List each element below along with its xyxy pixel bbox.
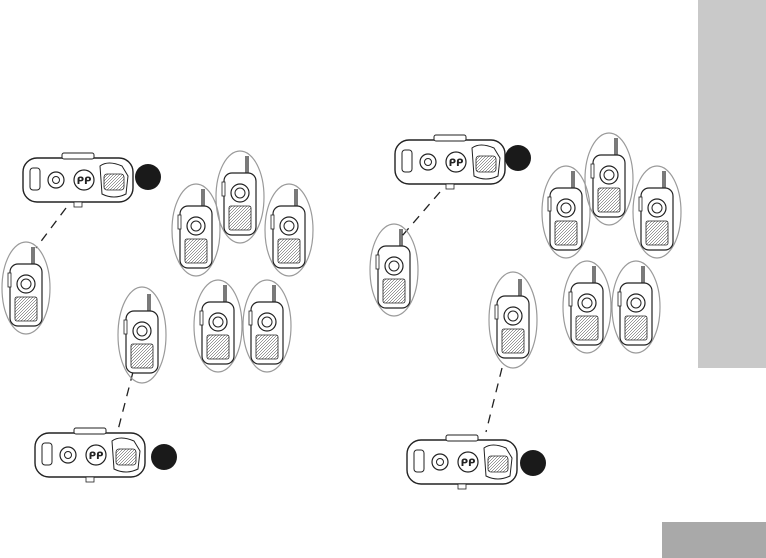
status-dot [505,145,531,171]
radio-handset [569,266,603,345]
radio-handset [548,171,582,250]
right-scenario [370,133,681,489]
dashed-link [402,192,440,236]
dashed-link [486,368,502,432]
radio-handset [8,247,42,326]
radio-handset [200,285,234,364]
charger-base [35,428,145,482]
radio-handset [591,138,625,217]
radio-handset [639,171,673,250]
diagram: ᑭᑭ [0,0,698,558]
left-scenario [2,151,313,482]
charger-base [395,135,505,189]
charger-base [407,435,517,489]
radio-handset [222,156,256,235]
status-dot [151,444,177,470]
status-dot [135,164,161,190]
radio-handset [376,229,410,308]
dashed-link [118,372,133,430]
radio-handset [124,294,158,373]
radio-handset [271,189,305,268]
radio-handset [495,279,529,358]
side-tab [698,0,766,368]
radio-handset [178,189,212,268]
dashed-link [36,208,66,248]
radio-handset [249,285,283,364]
charger-base [23,153,133,207]
radio-handset [618,266,652,345]
status-dot [520,450,546,476]
